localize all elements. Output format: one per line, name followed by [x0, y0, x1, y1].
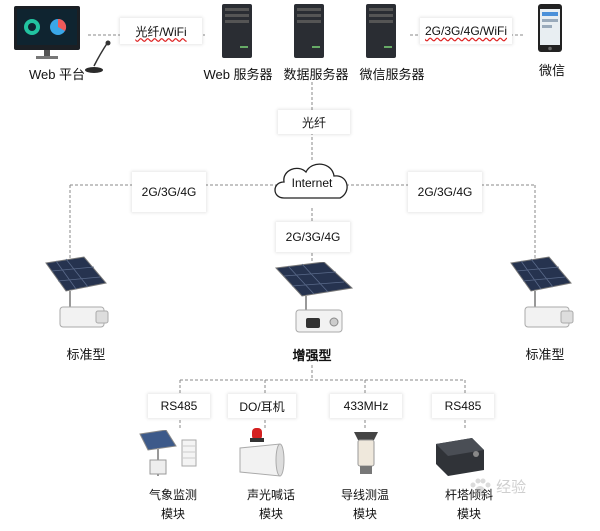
link-mobile-wifi-text: 2G/3G/4G/WiFi — [424, 24, 507, 38]
module-label-1: 气象监测 模块 — [140, 486, 206, 524]
watermark: 经验 — [468, 476, 588, 504]
interface-box-1: RS485 — [148, 394, 210, 418]
wechat-server-icon — [366, 4, 396, 58]
monitor-icon — [14, 6, 80, 59]
link-right-text: 2G/3G/4G — [417, 185, 473, 199]
interface-label-2: DO/耳机 — [239, 399, 285, 414]
microphone-icon — [85, 40, 111, 73]
link-fiber-mid-text: 光纤 — [301, 115, 326, 130]
link-mobile-wifi: 2G/3G/4G/WiFi — [420, 18, 512, 44]
internet-label: Internet — [291, 176, 333, 190]
smartphone-icon — [538, 4, 562, 52]
link-center: 2G/3G/4G — [276, 222, 350, 252]
link-left: 2G/3G/4G — [132, 172, 206, 212]
solar-monitor-right-icon — [510, 256, 574, 328]
wechat-label: 微信 — [538, 63, 565, 78]
interface-box-2: DO/耳机 — [228, 394, 296, 418]
link-right: 2G/3G/4G — [408, 172, 482, 212]
device-center-label: 增强型 — [292, 348, 332, 363]
module-label-4-line1: 杆塔倾斜 — [444, 488, 493, 502]
module-label-3: 导线测温 模块 — [332, 486, 398, 524]
internet-cloud-icon — [274, 163, 348, 199]
module-label-1-line2: 模块 — [160, 507, 185, 521]
module-label-2: 声光喊话 模块 — [238, 486, 304, 524]
tilt-sensor-icon — [436, 438, 484, 476]
interface-label-1: RS485 — [160, 399, 198, 413]
interface-label-4: RS485 — [444, 399, 482, 413]
interface-box-4: RS485 — [432, 394, 494, 418]
database-server-icon — [294, 4, 324, 58]
module-label-1-line1: 气象监测 — [148, 488, 197, 502]
paw-icon — [470, 478, 491, 497]
wechat-server-label: 微信服务器 — [359, 67, 425, 82]
solar-monitor-center-icon — [274, 262, 354, 333]
link-fiber-mid: 光纤 — [278, 110, 350, 134]
module-label-4-line2: 模块 — [456, 507, 481, 521]
module-label-3-line1: 导线测温 — [340, 488, 389, 502]
module-label-4: 杆塔倾斜 模块 — [436, 486, 502, 524]
web-platform-label: Web 平台 — [28, 67, 86, 82]
interface-box-3: 433MHz — [330, 394, 402, 418]
device-right-label: 标准型 — [525, 347, 565, 362]
link-left-text: 2G/3G/4G — [141, 185, 197, 199]
link-center-text: 2G/3G/4G — [285, 230, 341, 244]
link-fiber-wifi-text: 光纤/WiFi — [135, 24, 187, 39]
siren-speaker-icon — [239, 428, 285, 477]
database-server-label: 数据服务器 — [283, 67, 349, 82]
interface-label-3: 433MHz — [343, 399, 389, 413]
weather-station-icon — [139, 430, 197, 476]
temperature-sensor-icon — [354, 432, 378, 474]
module-label-2-line2: 模块 — [258, 507, 283, 521]
solar-monitor-left-icon — [45, 256, 109, 328]
watermark-text: 经验 — [496, 479, 527, 496]
module-label-3-line2: 模块 — [352, 507, 377, 521]
web-server-icon — [222, 4, 252, 58]
module-label-2-line1: 声光喊话 — [246, 488, 295, 502]
link-fiber-wifi: 光纤/WiFi — [120, 18, 202, 44]
web-server-label: Web 服务器 — [203, 67, 273, 82]
device-left-label: 标准型 — [66, 347, 106, 362]
